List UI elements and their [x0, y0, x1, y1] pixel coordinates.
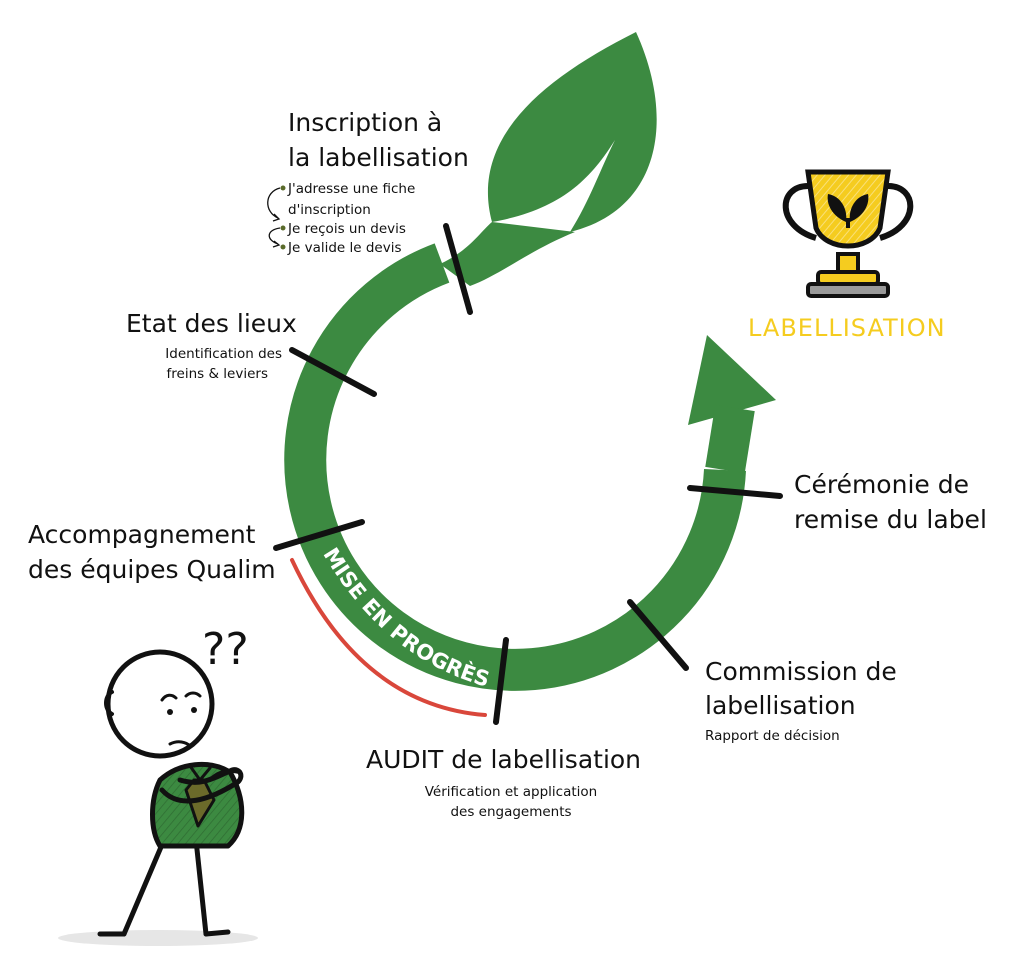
commission-title-2: labellisation [705, 691, 856, 720]
progress-underline [290, 558, 487, 717]
inscription-title-2: la labellisation [288, 143, 469, 172]
etat-sub-1: Identification des [165, 346, 282, 362]
commission-sub: Rapport de décision [705, 728, 840, 744]
tick-inscription [443, 223, 473, 315]
step-audit: AUDIT de labellisation Vérification et a… [366, 745, 641, 820]
trophy-leaf-icon [827, 194, 869, 228]
curved-arrow-icon [267, 187, 281, 219]
bullet-2: d'inscription [288, 202, 371, 218]
ceremonie-title-1: Cérémonie de [794, 470, 969, 499]
cycle-arrowhead [688, 335, 776, 425]
tick-etat [289, 347, 377, 397]
audit-sub-1: Vérification et application [425, 784, 598, 800]
tick-ceremonie [687, 485, 783, 499]
step-ceremonie: Cérémonie de remise du label [794, 470, 987, 534]
etat-sub-2: freins & leviers [167, 366, 268, 382]
tick-audit [493, 637, 509, 725]
audit-sub-2: des engagements [450, 804, 571, 820]
cycle-arc [284, 243, 746, 691]
inscription-title-1: Inscription à [288, 108, 442, 137]
step-etat-des-lieux: Etat des lieux Identification des freins… [126, 309, 297, 382]
etat-title: Etat des lieux [126, 309, 297, 338]
accompagnement-title-2: des équipes Qualim [28, 555, 276, 584]
accompagnement-title-1: Accompagnement [28, 520, 256, 549]
cycle-ticks [273, 223, 783, 725]
audit-title: AUDIT de labellisation [366, 745, 641, 774]
commission-title-1: Commission de [705, 657, 897, 686]
step-inscription: Inscription à la labellisation J'adresse… [267, 108, 469, 256]
bullet-1: J'adresse une fiche [287, 181, 415, 197]
bullet-3: Je reçois un devis [287, 221, 406, 237]
step-accompagnement: Accompagnement des équipes Qualim [28, 520, 276, 584]
question-marks: ?? [202, 624, 249, 675]
ceremonie-title-2: remise du label [794, 505, 987, 534]
thinking-character [58, 649, 258, 946]
step-commission: Commission de labellisation Rapport de d… [705, 657, 897, 744]
tick-accompagnement [273, 519, 365, 551]
labellisation-label: LABELLISATION [748, 314, 946, 342]
inscription-bullets: J'adresse une fiche d'inscription Je reç… [267, 181, 415, 256]
leaf-stem [440, 222, 575, 286]
tick-commission [627, 599, 689, 671]
trophy-icon [782, 169, 914, 298]
bullet-4: Je valide le devis [287, 240, 402, 256]
leaf-icon [487, 32, 657, 232]
